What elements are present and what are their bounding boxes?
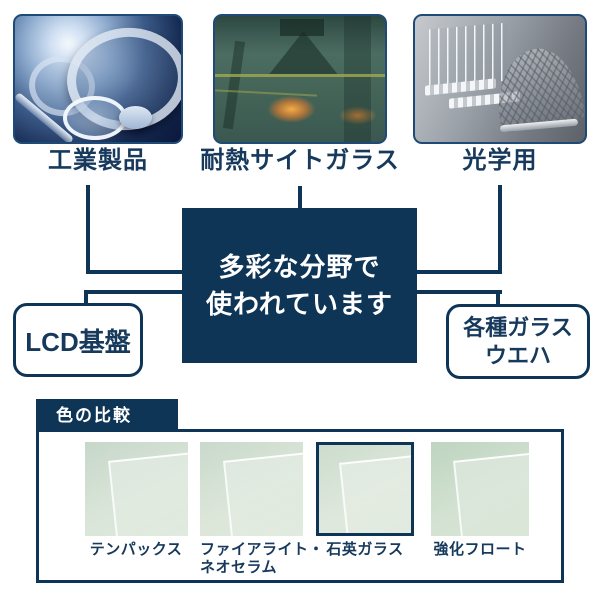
glass-plate-corner — [222, 447, 303, 536]
factory-interior-photo — [213, 14, 387, 144]
connector-line — [86, 185, 90, 274]
connector-line — [84, 290, 88, 305]
glass-sample-quartz-highlighted — [316, 442, 414, 536]
glass-disc-shape — [63, 96, 127, 140]
center-statement-box: 多彩な分野で 使われています — [182, 208, 417, 363]
connector-line — [498, 185, 502, 274]
glass-small-disc-shape — [119, 106, 152, 129]
factory-gantry-shape — [279, 18, 324, 37]
color-comparison-tab: 色の比較 — [36, 399, 178, 432]
glass-wafer-box: 各種ガラス ウエハ — [446, 304, 590, 379]
glass-sample-tempax — [85, 442, 188, 536]
glass-sample-tempered-float — [431, 442, 529, 536]
label-heat-resistant-sight-glass: 耐熱サイトガラス — [200, 147, 400, 174]
glass-sample-firelite-neoceram — [200, 442, 303, 536]
factory-hopper-shape — [269, 31, 338, 74]
connector-line — [84, 290, 182, 294]
connector-line — [496, 290, 500, 306]
industrial-products-photo — [13, 14, 183, 144]
label-industrial-products: 工業製品 — [48, 147, 148, 174]
glass-plate-corner — [107, 447, 188, 536]
factory-column-shape — [344, 16, 372, 142]
sample-label-tempered-float: 強化フロート — [433, 541, 527, 558]
optical-glass-photo — [413, 14, 587, 144]
factory-frame-shape — [222, 40, 245, 130]
label-optical-use: 光学用 — [462, 147, 538, 174]
connector-line — [86, 270, 182, 274]
connector-line — [417, 290, 502, 294]
glass-plate-corner — [452, 448, 529, 536]
sample-label-quartz: 石英ガラス — [326, 541, 404, 558]
connector-line — [417, 270, 502, 274]
connector-line — [298, 186, 302, 210]
lcd-substrate-box: LCD基盤 — [13, 303, 143, 377]
sample-label-firelite-neoceram: ファイアライト・ ネオセラム — [200, 541, 325, 576]
sample-label-tempax: テンパックス — [89, 541, 183, 558]
factory-pipe-shape — [215, 73, 385, 77]
glass-plate-corner — [339, 450, 411, 533]
